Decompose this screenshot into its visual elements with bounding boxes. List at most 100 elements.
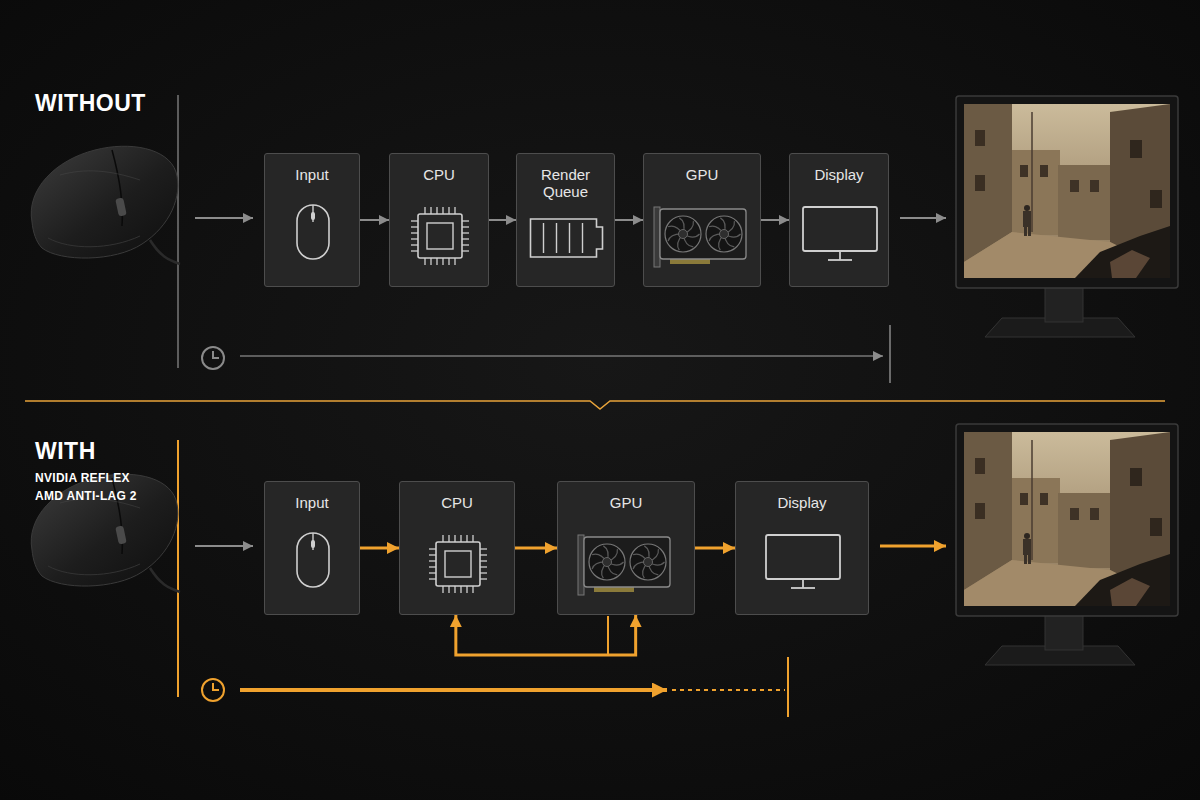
icon-part [436, 258, 437, 265]
icon-part [427, 223, 453, 249]
node-label: Display [736, 482, 868, 511]
technology-label: AMD ANTI-LAG 2 [35, 489, 137, 503]
flow-arrow [900, 217, 946, 219]
node-label: Display [790, 154, 888, 183]
latency-timeline [202, 347, 224, 369]
icon-part [429, 554, 436, 555]
icon-part [411, 250, 418, 251]
icon-part [411, 238, 418, 239]
process-box: Input [264, 481, 360, 615]
section-heading: WITHOUT [35, 90, 146, 118]
icon-part [803, 207, 877, 251]
icon-part [791, 587, 815, 589]
icon-part [720, 230, 729, 239]
icon-part [429, 548, 436, 549]
icon-part [644, 558, 653, 567]
icon-part [448, 535, 449, 542]
flow-arrow [607, 616, 609, 655]
icon-part [311, 212, 315, 220]
flow-connector [761, 219, 789, 221]
process-box: CPU [389, 153, 489, 287]
icon-part [436, 207, 437, 214]
icon-part [660, 209, 746, 259]
gpu-icon [578, 535, 670, 595]
icon-part [454, 586, 455, 593]
icon-part [480, 548, 487, 549]
icon-part [654, 207, 660, 267]
icon-part [594, 587, 634, 592]
icon-part [430, 258, 431, 265]
latency-timeline [787, 657, 789, 717]
feedback-connector [456, 615, 636, 655]
icon-part [462, 232, 469, 233]
icon-part [578, 535, 584, 595]
icon-part [454, 535, 455, 542]
node-label: GPU [558, 482, 694, 511]
icon-part [462, 220, 469, 221]
icon-part [445, 551, 471, 577]
icon-part [442, 586, 443, 593]
process-box: CPU [399, 481, 515, 615]
icon-part [442, 258, 443, 265]
icon-part [630, 544, 666, 580]
node-label: Render Queue [517, 154, 614, 201]
icon-part [411, 226, 418, 227]
technology-label: NVIDIA REFLEX [35, 471, 130, 485]
flow-connector [489, 219, 516, 221]
icon-part [603, 558, 612, 567]
icon-part [472, 535, 473, 542]
section-rules [25, 401, 1165, 409]
icon-part [311, 540, 315, 548]
icon-part [429, 560, 436, 561]
icon-part [297, 205, 329, 259]
flow-arrow [195, 217, 253, 219]
mouse-illustration [31, 474, 180, 592]
icon-part [429, 566, 436, 567]
icon-part [429, 572, 436, 573]
section-heading: WITH [35, 438, 96, 466]
icon-part [462, 238, 469, 239]
icon-part [448, 207, 449, 214]
icon-part [436, 542, 480, 586]
latency-timeline [240, 688, 667, 692]
display-icon [803, 207, 877, 260]
node-label: GPU [644, 154, 760, 183]
process-box: Input [264, 153, 360, 287]
latency-timeline [202, 657, 788, 717]
icon-part [839, 251, 841, 260]
icon-part [665, 216, 701, 252]
icon-part [462, 244, 469, 245]
icon-part [679, 230, 688, 239]
monitor-illustration [956, 96, 1178, 337]
section-rules [177, 440, 179, 697]
node-label: CPU [390, 154, 488, 183]
icon-part [589, 544, 625, 580]
process-box: GPU [643, 153, 761, 287]
icon-part [543, 223, 544, 253]
mouse-illustration [31, 146, 180, 264]
icon-part [569, 223, 570, 253]
process-box: Display [735, 481, 869, 615]
icon-part [480, 566, 487, 567]
latency-timeline [213, 683, 219, 690]
flow-connector [360, 547, 399, 550]
node-label: Input [265, 154, 359, 183]
monitor-illustration [956, 424, 1178, 665]
icon-part [411, 220, 418, 221]
process-box: Display [789, 153, 889, 287]
chip-icon [429, 535, 487, 593]
flow-connector [615, 219, 643, 221]
mouse-icon [297, 205, 329, 259]
icon-part [466, 535, 467, 542]
flow-connector [515, 547, 557, 550]
icon-part [556, 223, 557, 253]
chip-icon [411, 207, 469, 265]
icon-part [480, 560, 487, 561]
icon-part [411, 232, 418, 233]
icon-part [584, 537, 670, 587]
icon-part [480, 578, 487, 579]
icon-part [466, 586, 467, 593]
display-icon [766, 535, 840, 588]
